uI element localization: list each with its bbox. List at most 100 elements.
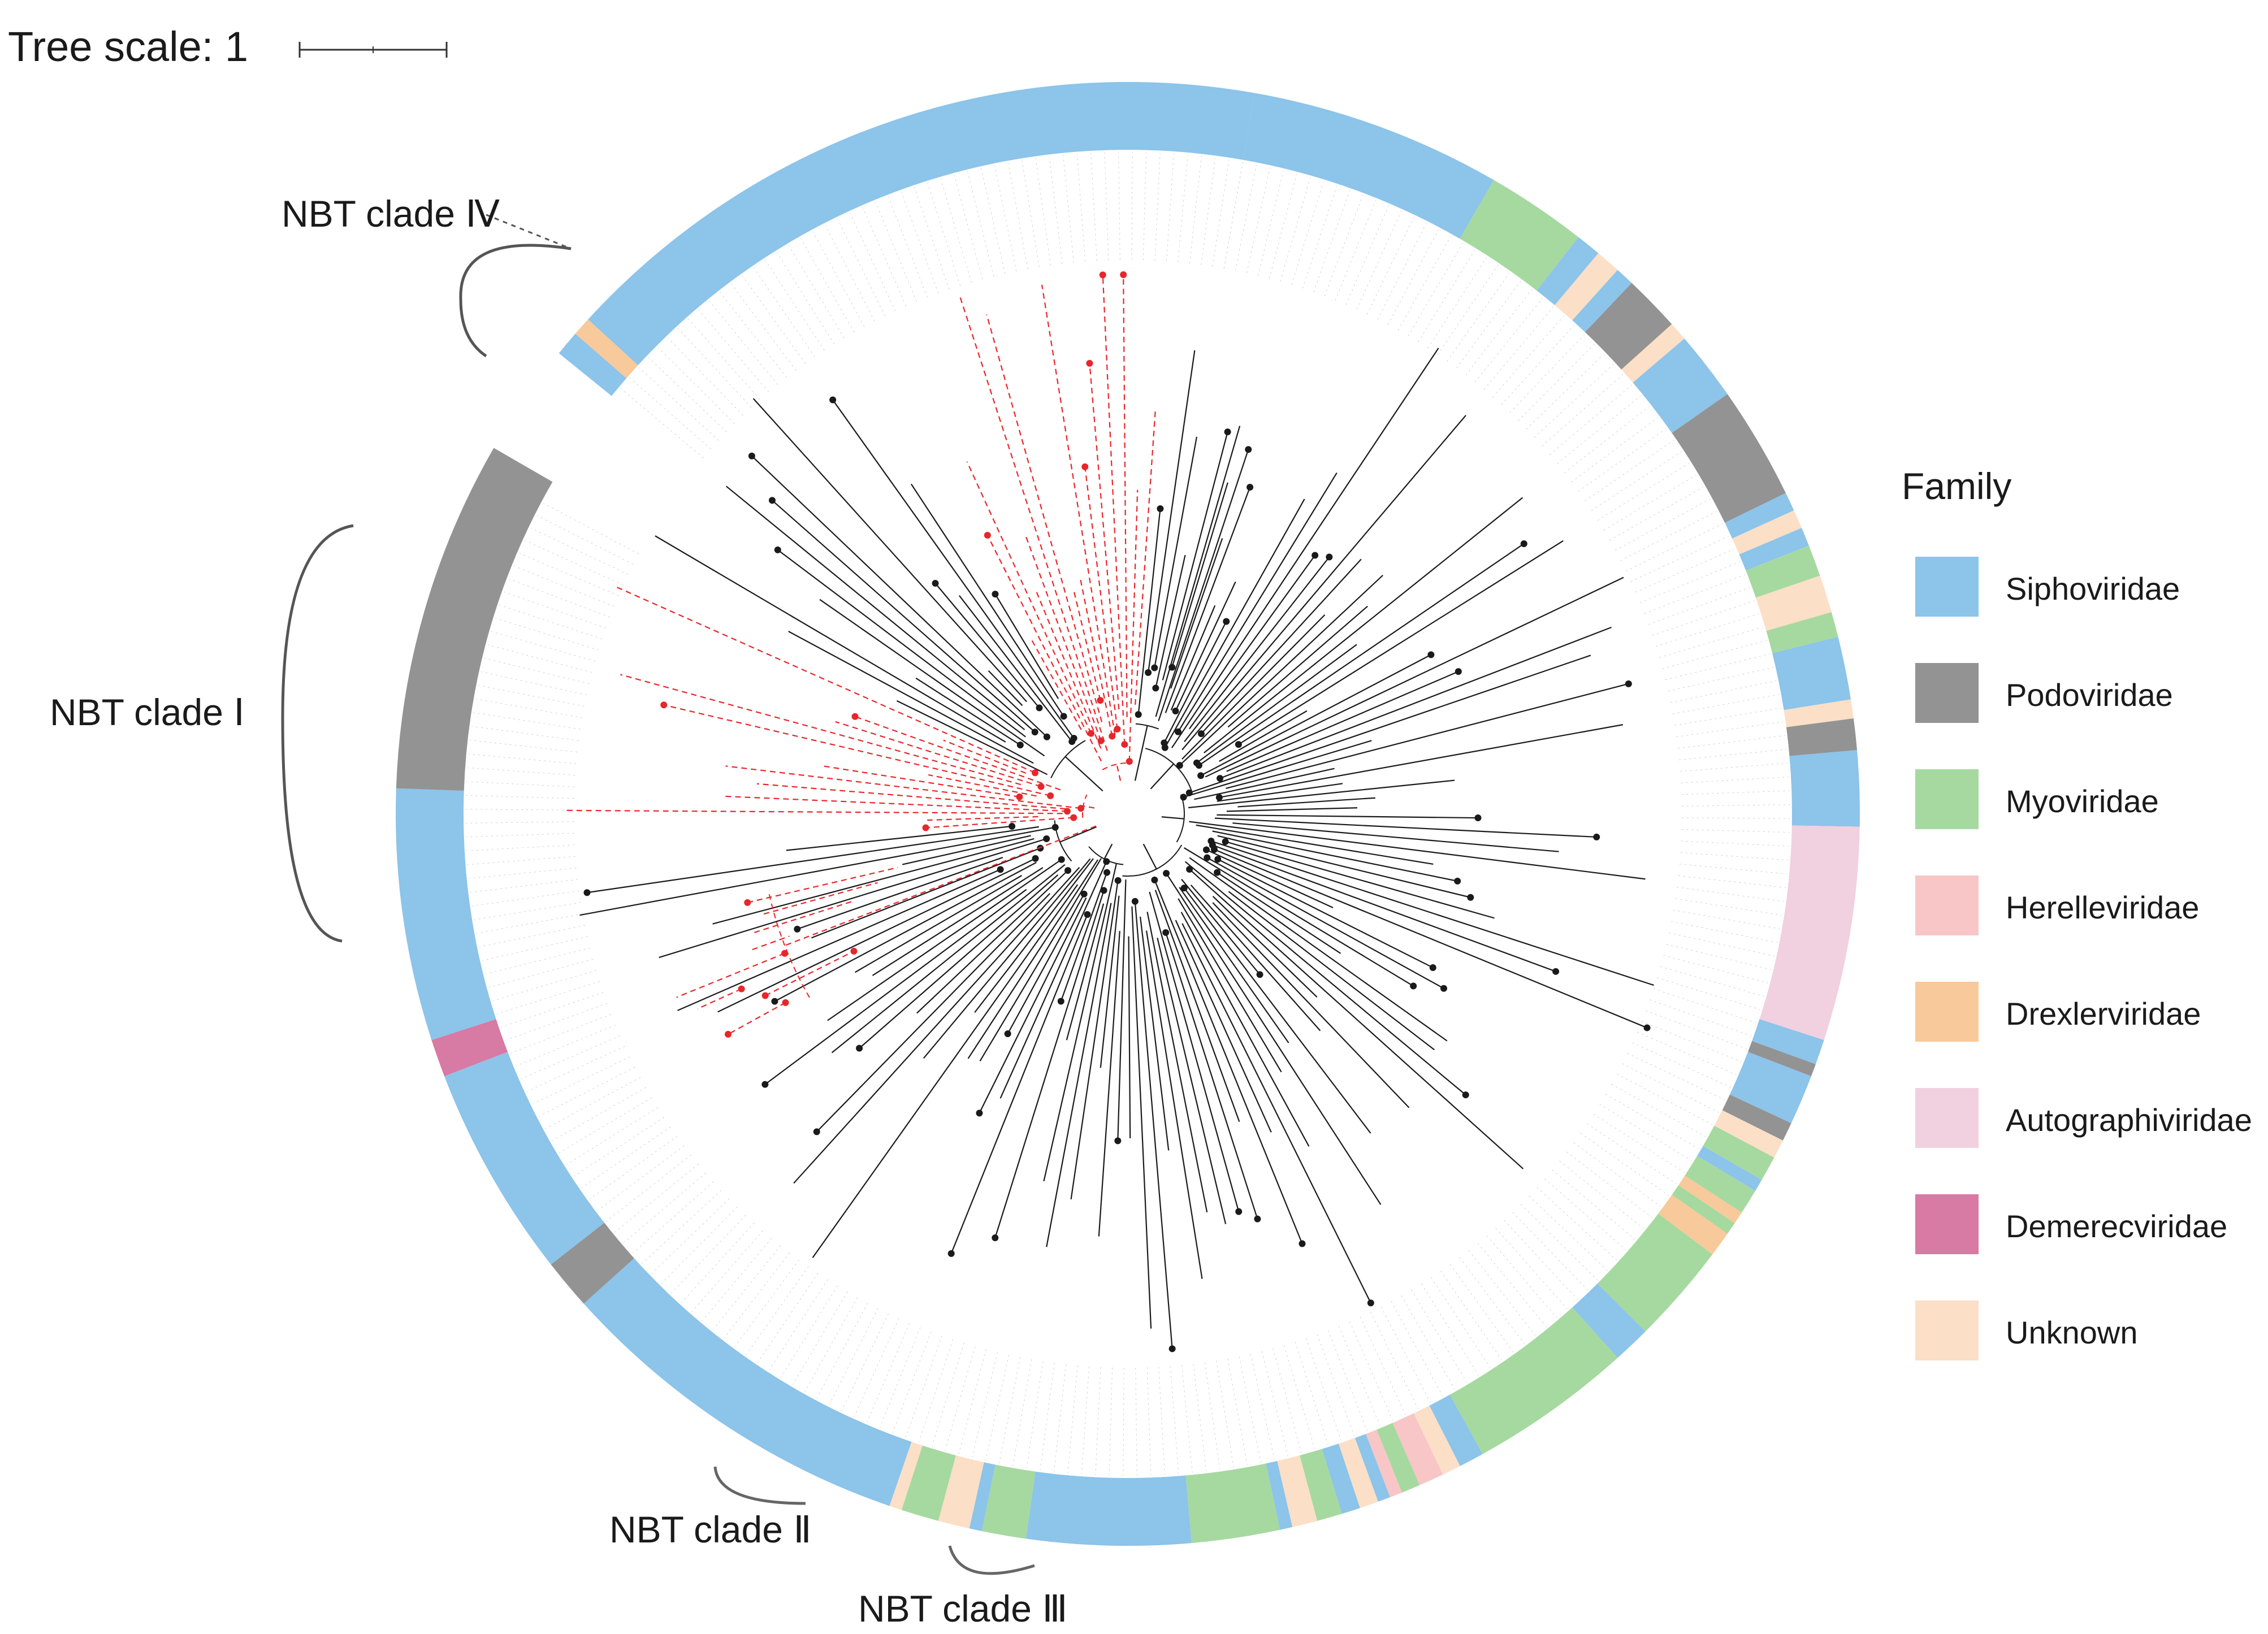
leaf-guide-line — [1655, 613, 1759, 647]
tree-branch — [1217, 859, 1434, 968]
legend-label: Demerecviridae — [2006, 1208, 2228, 1244]
leaf-guide-line — [539, 1067, 635, 1117]
tree-scale-bar — [298, 42, 448, 58]
bootstrap-node — [1145, 669, 1152, 676]
bootstrap-node — [1186, 865, 1193, 873]
ring-sector-unknown — [1755, 575, 1832, 631]
bootstrap-node — [1080, 890, 1088, 898]
leaf-guide-line — [1665, 653, 1771, 681]
leaf-guide-line — [1536, 1187, 1617, 1260]
ring-sector-unknown — [1277, 1455, 1318, 1527]
tree-branch — [1024, 534, 1102, 742]
tree-branch — [1196, 644, 1357, 764]
leaf-guide-line — [940, 179, 972, 283]
tree-branch — [1183, 847, 1414, 987]
bootstrap-node — [1168, 664, 1176, 671]
tree-branch — [1131, 906, 1152, 1329]
tree-scale-label: Tree scale: 1 — [8, 23, 248, 70]
tree-branch — [1175, 581, 1236, 712]
bootstrap-node — [1326, 553, 1333, 561]
leaf-guide-line — [1026, 1361, 1044, 1468]
leaf-guide-line — [1459, 1257, 1525, 1344]
leaf-guide-line — [1250, 1354, 1275, 1460]
tree-branch — [747, 866, 898, 903]
bootstrap-node — [1103, 858, 1110, 865]
bootstrap-node — [1070, 735, 1077, 742]
tree-branch — [1035, 588, 1102, 749]
leaf-guide-line — [1360, 1316, 1406, 1415]
leaf-guide-line — [1486, 1235, 1557, 1319]
ring-sector-podoviridae — [1585, 283, 1672, 370]
leaf-guide-line — [629, 378, 711, 449]
tree-branch — [725, 765, 1081, 809]
bootstrap-node — [932, 580, 939, 587]
tree-branch — [655, 535, 1006, 743]
leaf-guide-line — [598, 1145, 685, 1211]
leaf-guide-line — [1678, 875, 1786, 888]
bootstrap-node — [761, 992, 769, 999]
legend-item-siphoviridae: Siphoviridae — [1915, 557, 2266, 619]
leaf-guide-line — [757, 1273, 819, 1363]
leaf-guide-line — [1587, 1123, 1677, 1185]
tree-branch — [784, 825, 1097, 946]
leaf-guide-line — [1142, 152, 1147, 261]
tree-branch — [1123, 274, 1128, 717]
bootstrap-node — [1204, 854, 1211, 861]
tree-branch — [950, 914, 1088, 1254]
ring-sector-siphoviridae — [1572, 1283, 1646, 1358]
ring-sector-demerecviridae — [431, 1019, 508, 1077]
leaf-guide-line — [566, 1107, 659, 1165]
ring-sector-myoviridae — [1685, 1156, 1756, 1213]
leaf-guide-line — [499, 604, 603, 640]
tree-branch — [725, 486, 1025, 730]
tree-branch — [1165, 932, 1258, 1220]
tree-branch — [728, 1002, 786, 1035]
bootstrap-node — [992, 591, 999, 598]
tree-branch — [1145, 930, 1203, 1279]
bootstrap-node — [782, 999, 789, 1006]
leaf-guide-line — [837, 219, 885, 317]
tree-branch — [1148, 350, 1196, 673]
leaf-guide-line — [804, 1297, 858, 1392]
leaf-guide-line — [509, 578, 611, 618]
leaf-guide-line — [657, 347, 735, 424]
legend-title: Family — [1902, 465, 2012, 507]
tree-branch — [751, 455, 1048, 738]
bootstrap-node — [1135, 711, 1142, 718]
leaf-guide-line — [1673, 909, 1780, 929]
bootstrap-node — [1152, 684, 1159, 692]
leaf-guide-line — [668, 337, 743, 416]
leaf-guide-line — [1468, 1250, 1536, 1336]
legend-swatch-unknown — [1915, 1301, 1979, 1360]
leaf-guide-line — [1674, 708, 1782, 726]
leaf-guide-line — [932, 1343, 964, 1446]
leaf-guide-line — [1662, 640, 1767, 669]
bootstrap-node — [1043, 835, 1050, 843]
leaf-guide-line — [1660, 966, 1764, 997]
bootstrap-node — [768, 497, 776, 504]
tree-branch — [765, 950, 854, 996]
leaf-guide-line — [1067, 1365, 1078, 1473]
leaf-guide-line — [1437, 265, 1499, 355]
leaf-guide-line — [1552, 1169, 1635, 1240]
tree-branch — [994, 593, 1059, 699]
leaf-guide-line — [479, 925, 586, 947]
leaf-guide-line — [1212, 159, 1230, 267]
tree-branch — [822, 765, 1020, 798]
tree-branch — [1188, 554, 1316, 730]
leaf-guide-line — [1512, 1212, 1588, 1290]
ring-sector-siphoviridae — [1354, 1433, 1391, 1502]
leaf-guide-line — [914, 187, 950, 290]
leaf-guide-line — [1338, 1325, 1380, 1426]
tree-branch — [754, 901, 852, 933]
tree-branch — [835, 721, 1041, 787]
ring-sector-drexlerviridae — [1658, 1194, 1728, 1255]
leaf-guide-line — [1387, 229, 1439, 325]
leaf-guide-line — [1261, 1351, 1288, 1457]
tree-branch — [1204, 497, 1523, 753]
tree-branch — [925, 817, 1074, 829]
bootstrap-node — [947, 1250, 955, 1257]
leaf-guide-line — [638, 367, 719, 441]
family-color-ring — [395, 81, 1860, 1546]
ring-sector-siphoviridae — [1633, 338, 1728, 434]
